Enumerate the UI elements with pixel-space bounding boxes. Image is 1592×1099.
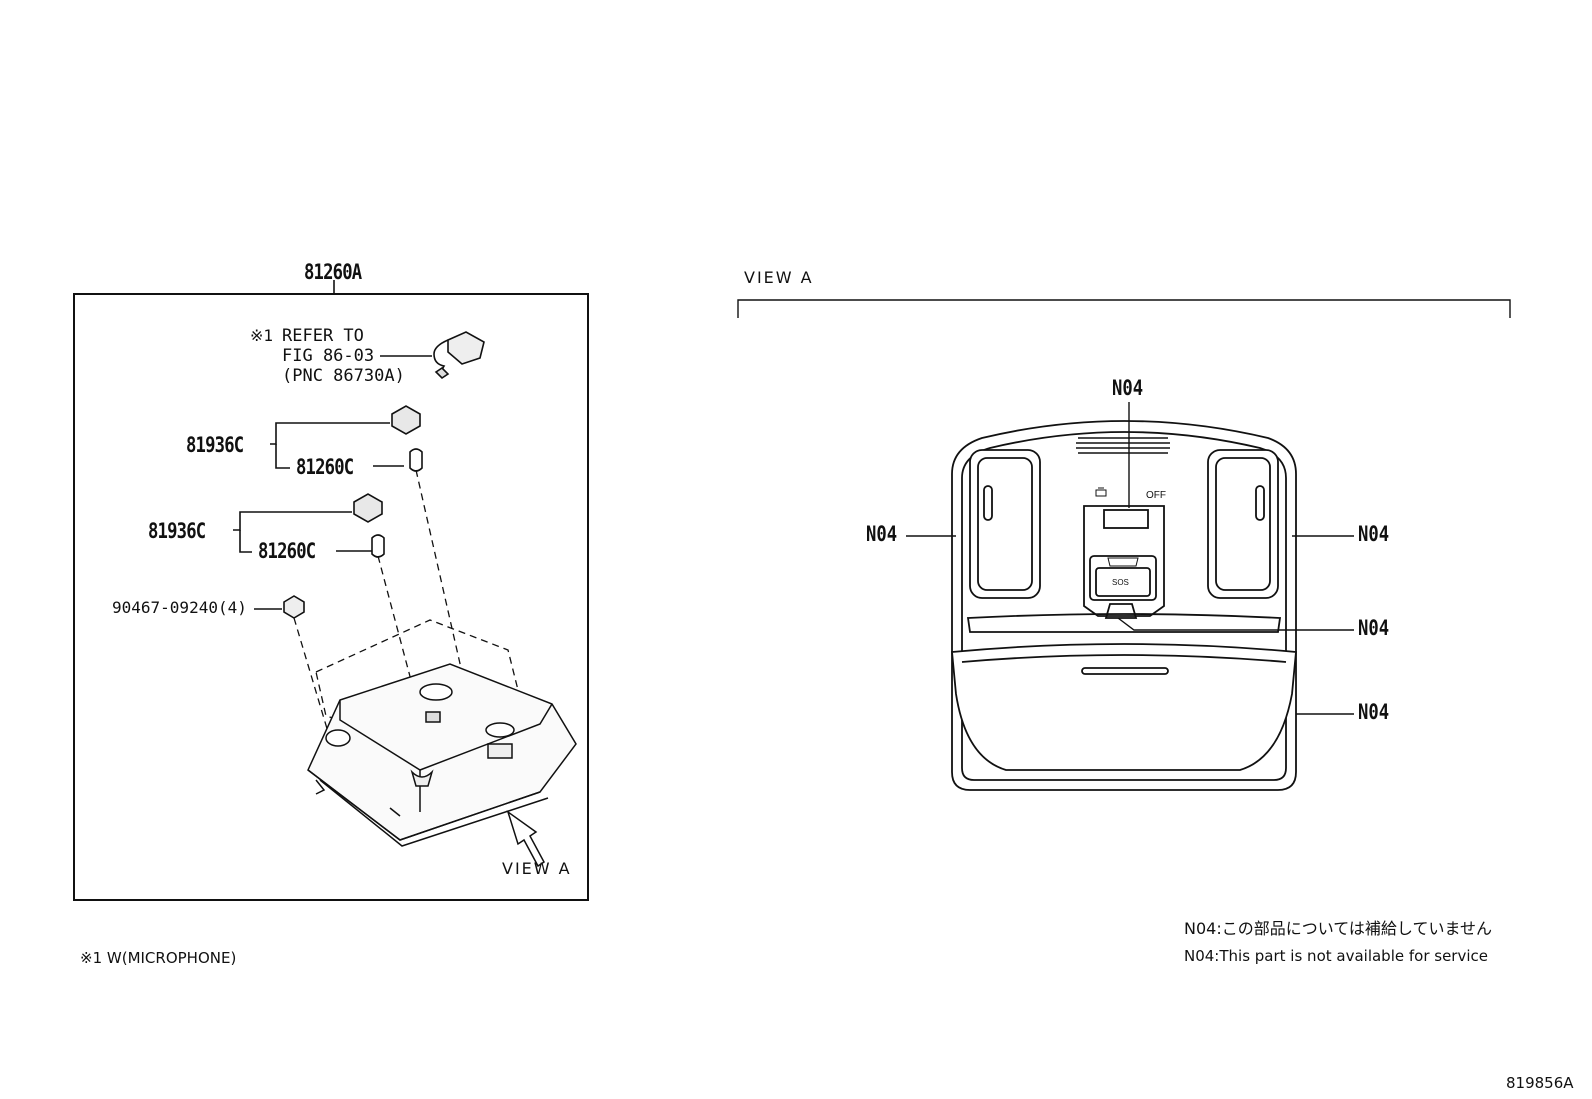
assembly-frame: [73, 293, 589, 901]
callout-n04-top: N04: [1112, 376, 1144, 400]
part-number-81260c-lower: 81260C: [258, 539, 316, 563]
note-japanese: N04:この部品については補給していません: [1184, 919, 1492, 938]
bulb-upper: [409, 448, 423, 472]
refer-line-2: FIG 86-03: [282, 346, 375, 366]
lamp-socket-upper: [391, 405, 421, 435]
view-a-title: VIEW A: [744, 268, 814, 287]
footnote-microphone: ※1 W(MICROPHONE): [80, 949, 237, 967]
refer-line-3: (PNC 86730A): [282, 366, 405, 386]
callout-n04-right: N04: [1358, 522, 1390, 546]
svg-text:OFF: OFF: [1146, 490, 1166, 501]
refer-mark: ※1: [250, 326, 274, 345]
screw-part-number: 90467-09240(4): [112, 598, 247, 617]
view-a-console: [951, 420, 1297, 791]
console-unit-sketch: [307, 663, 577, 847]
sos-label: SOS: [1112, 578, 1129, 587]
screw-part: [283, 595, 305, 619]
diagram-id: 819856A: [1506, 1074, 1574, 1092]
part-number-81260c-upper: 81260C: [296, 455, 354, 479]
storage-lid: [951, 643, 1297, 771]
note-english: N04:This part is not available for servi…: [1184, 947, 1488, 965]
assembly-part-number: 81260A: [304, 260, 362, 284]
part-number-81936c-lower: 81936C: [148, 519, 206, 543]
callout-n04-lid: N04: [1358, 700, 1390, 724]
microphone-part: [433, 331, 485, 380]
off-label: OFF: [1146, 490, 1166, 501]
lamp-lens-left: [969, 449, 1041, 599]
svg-text:SOS: SOS: [1112, 578, 1129, 587]
lamp-socket-lower: [353, 493, 383, 523]
sos-button: [1095, 567, 1151, 597]
callout-n04-sos: N04: [1358, 616, 1390, 640]
refer-line-1: REFER TO: [282, 326, 364, 346]
view-arrow: [506, 810, 545, 868]
bulb-lower: [371, 534, 385, 558]
lamp-lens-right: [1207, 449, 1279, 599]
off-switch: [1103, 509, 1149, 529]
callout-n04-left: N04: [866, 522, 898, 546]
view-a-pointer-label: VIEW A: [502, 859, 572, 878]
part-number-81936c-upper: 81936C: [186, 433, 244, 457]
